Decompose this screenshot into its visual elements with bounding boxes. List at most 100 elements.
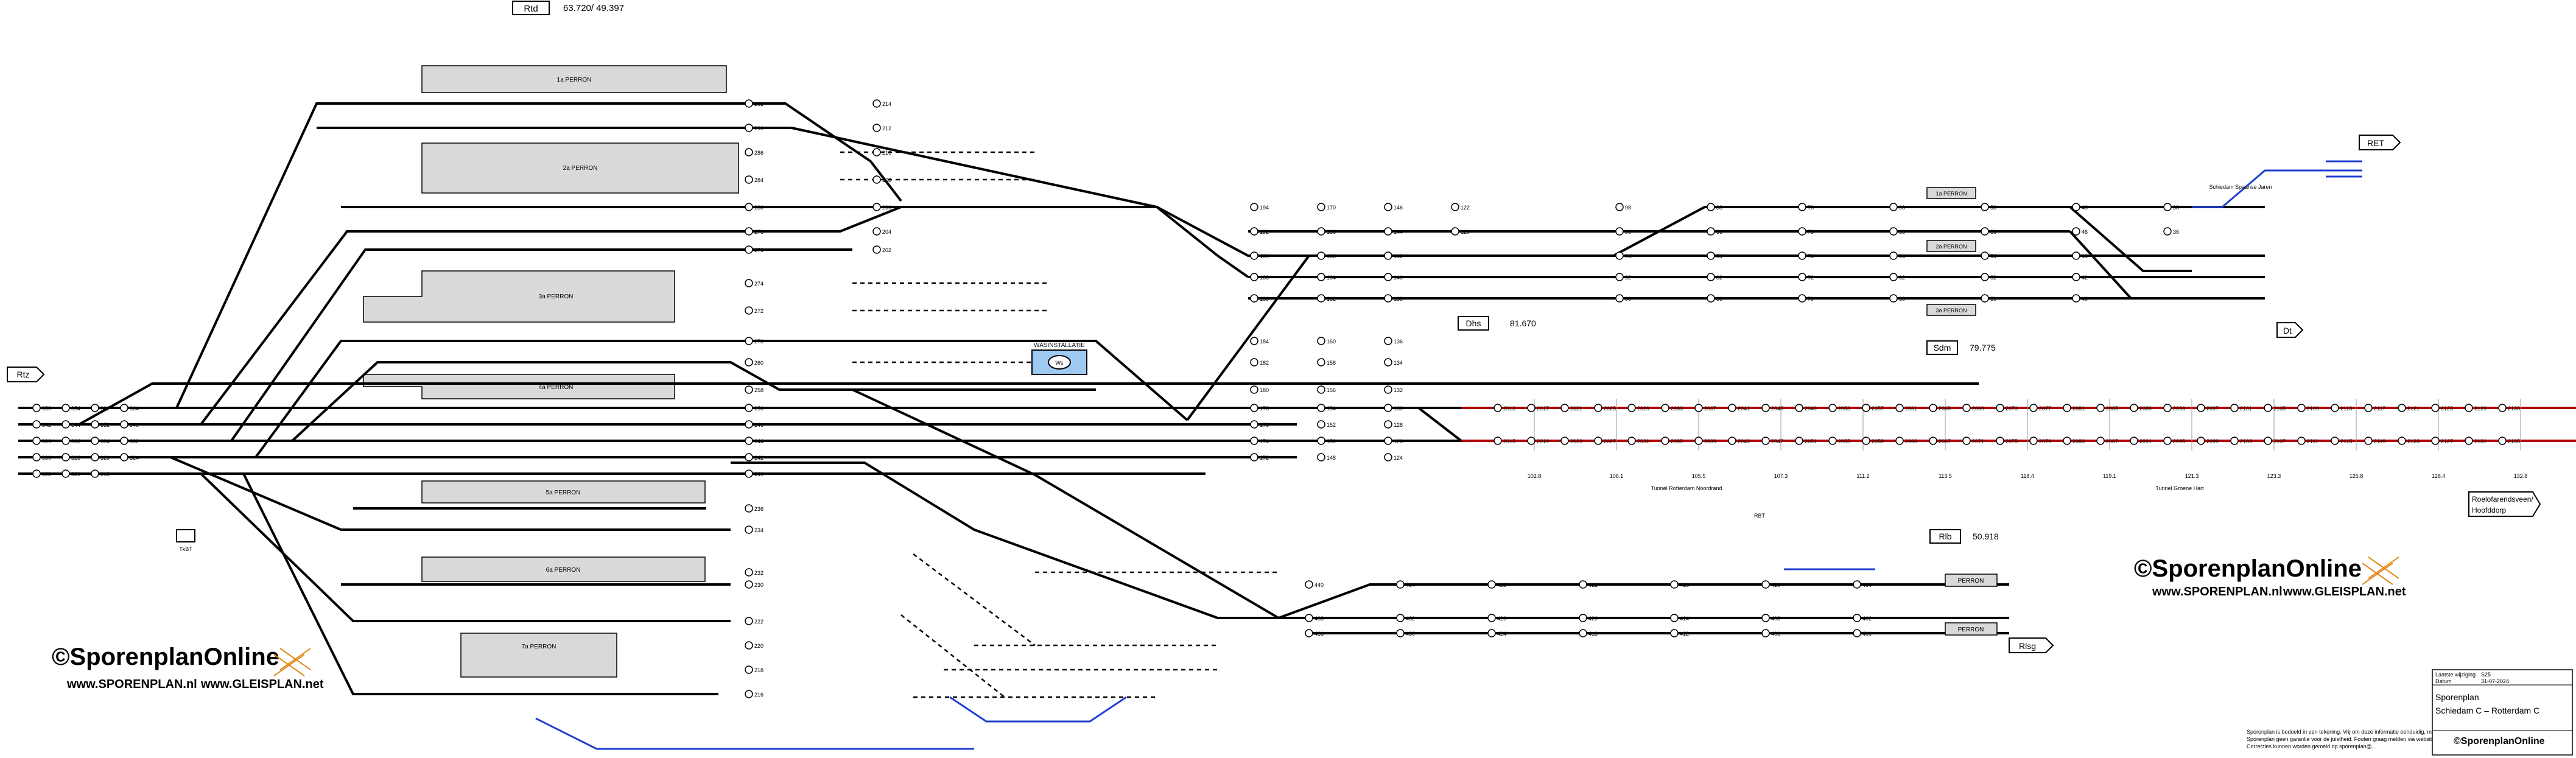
signal-center: 202	[872, 245, 891, 254]
signal-west: 324	[120, 453, 139, 461]
signal-west: 330	[32, 453, 51, 461]
km-mark: 128.4	[2432, 473, 2446, 479]
svg-text:2025: 2025	[1604, 405, 1616, 412]
signal-east: 192	[1250, 227, 1269, 236]
svg-text:2105: 2105	[2273, 405, 2286, 412]
svg-text:2027: 2027	[1604, 438, 1616, 444]
logo-right-mark-icon	[2362, 556, 2399, 585]
svg-text:2045: 2045	[1771, 405, 1783, 412]
svg-text:334: 334	[100, 438, 110, 444]
svg-text:190: 190	[1260, 253, 1269, 259]
tkbt-box	[176, 529, 195, 542]
signal-east: 144	[1384, 227, 1403, 236]
svg-text:96: 96	[1625, 229, 1631, 235]
svg-text:152: 152	[1327, 422, 1336, 428]
svg-text:2125: 2125	[2441, 405, 2453, 412]
signal-east: 186	[1250, 294, 1269, 303]
signal-east: 146	[1384, 203, 1403, 211]
svg-text:134: 134	[1394, 360, 1403, 366]
disclaimer: Sporenplan is bedoeld in een tekening. V…	[2247, 729, 2454, 749]
platform-5a-label: 5a PERRON	[546, 490, 581, 496]
platform-3a-label: 3a PERRON	[539, 293, 574, 300]
svg-text:178: 178	[1260, 405, 1269, 412]
svg-text:260: 260	[754, 360, 763, 366]
signal-west: 364	[120, 404, 139, 412]
signal-west: 342	[32, 420, 51, 429]
svg-text:318: 318	[100, 471, 110, 477]
signal-east: 156	[1317, 385, 1336, 394]
svg-text:164: 164	[1327, 275, 1336, 281]
svg-text:Correcties kunnen worden gemel: Correcties kunnen worden gemeld op spore…	[2247, 743, 2376, 749]
header-station: Rtd 63.720/ 49.397	[512, 1, 624, 15]
svg-text:146: 146	[1394, 205, 1403, 211]
svg-text:256: 256	[754, 405, 763, 412]
signal-east: 122	[1451, 203, 1470, 211]
signal-far-east: 48	[2072, 203, 2088, 211]
signal-far-east: 94	[1615, 251, 1631, 260]
signal-east: 168	[1317, 227, 1336, 236]
svg-text:2059: 2059	[1872, 438, 1884, 444]
svg-text:2083: 2083	[2072, 438, 2085, 444]
logo-right: ©SporenplanOnline www.SPORENPLAN.nl www.…	[2134, 555, 2406, 598]
signal-west: 334	[91, 437, 110, 445]
signal-east: 126	[1384, 437, 1403, 445]
signal-hsl: 2053	[1828, 404, 1850, 412]
svg-text:170: 170	[1327, 205, 1336, 211]
signal-hsl: 2105	[2264, 404, 2286, 412]
svg-text:284: 284	[754, 177, 763, 183]
svg-text:2015: 2015	[1503, 438, 1515, 444]
svg-text:2065: 2065	[1939, 405, 1951, 412]
svg-text:130: 130	[1394, 405, 1403, 412]
svg-text:142: 142	[1394, 253, 1403, 259]
tkbt-label: TkBT	[179, 546, 192, 552]
km-mark: 105.5	[1692, 473, 1706, 479]
km-mark: 123.3	[2267, 473, 2281, 479]
svg-text:Dhs: Dhs	[1466, 318, 1481, 328]
platforms: 1a PERRON 2a PERRON 3a PERRON 4a PERRON …	[363, 65, 739, 678]
svg-text:2123: 2123	[2407, 438, 2420, 444]
signal-hsl: 2099	[2197, 437, 2219, 445]
signal-east: 136	[1384, 337, 1403, 345]
svg-text:352: 352	[100, 422, 110, 428]
platform-1a	[421, 65, 727, 93]
svg-text:2111: 2111	[2307, 438, 2318, 444]
svg-text:2119: 2119	[2374, 438, 2385, 444]
signal-hsl: 2075	[1996, 437, 2018, 445]
svg-text:92: 92	[1625, 275, 1631, 281]
svg-text:342: 342	[42, 422, 51, 428]
signal-center: 280	[745, 203, 763, 211]
svg-text:2133: 2133	[2508, 405, 2520, 412]
signal-west: 346	[120, 420, 139, 429]
svg-text:2097: 2097	[2206, 405, 2219, 412]
signal-east: 152	[1317, 420, 1336, 429]
right-platform-1a	[1926, 187, 1976, 199]
svg-text:208: 208	[882, 177, 891, 183]
signal-west: 338	[61, 437, 80, 445]
svg-text:2033: 2033	[1671, 405, 1683, 412]
svg-text:156: 156	[1327, 387, 1336, 393]
svg-text:154: 154	[1327, 405, 1336, 412]
signal-far-east: 70	[1798, 294, 1814, 303]
svg-text:56: 56	[1990, 229, 1996, 235]
signal-hsl: 2081	[2063, 404, 2085, 412]
svg-text:162: 162	[1327, 296, 1336, 302]
signal-hsl: 2127	[2431, 437, 2453, 445]
signal-hsl: 2049	[1795, 404, 1817, 412]
svg-text:144: 144	[1394, 229, 1403, 235]
svg-text:Sporenplan geen garantie voor: Sporenplan geen garantie voor de juisthe…	[2247, 736, 2437, 742]
signal-far-east: 90	[1615, 294, 1631, 303]
signal-east: 130	[1384, 404, 1403, 412]
signal-far-east: 50	[1981, 294, 1996, 303]
svg-text:2079: 2079	[2039, 438, 2051, 444]
km-mark: 111.2	[1856, 473, 1869, 479]
logo-url1: www.SPORENPLAN.nl	[66, 678, 197, 691]
info-logo: ©SporenplanOnline	[2454, 736, 2545, 746]
signal-far-east: 42	[2072, 273, 2088, 281]
signal-far-east: 58	[1981, 203, 1996, 211]
signal-hsl: 2039	[1694, 437, 1716, 445]
signal-west: 322	[32, 469, 51, 478]
svg-text:1a PERRON: 1a PERRON	[1936, 191, 1967, 197]
signal-east: 190	[1250, 251, 1269, 260]
signal-center: 292	[745, 99, 763, 108]
svg-text:2085: 2085	[2106, 405, 2118, 412]
